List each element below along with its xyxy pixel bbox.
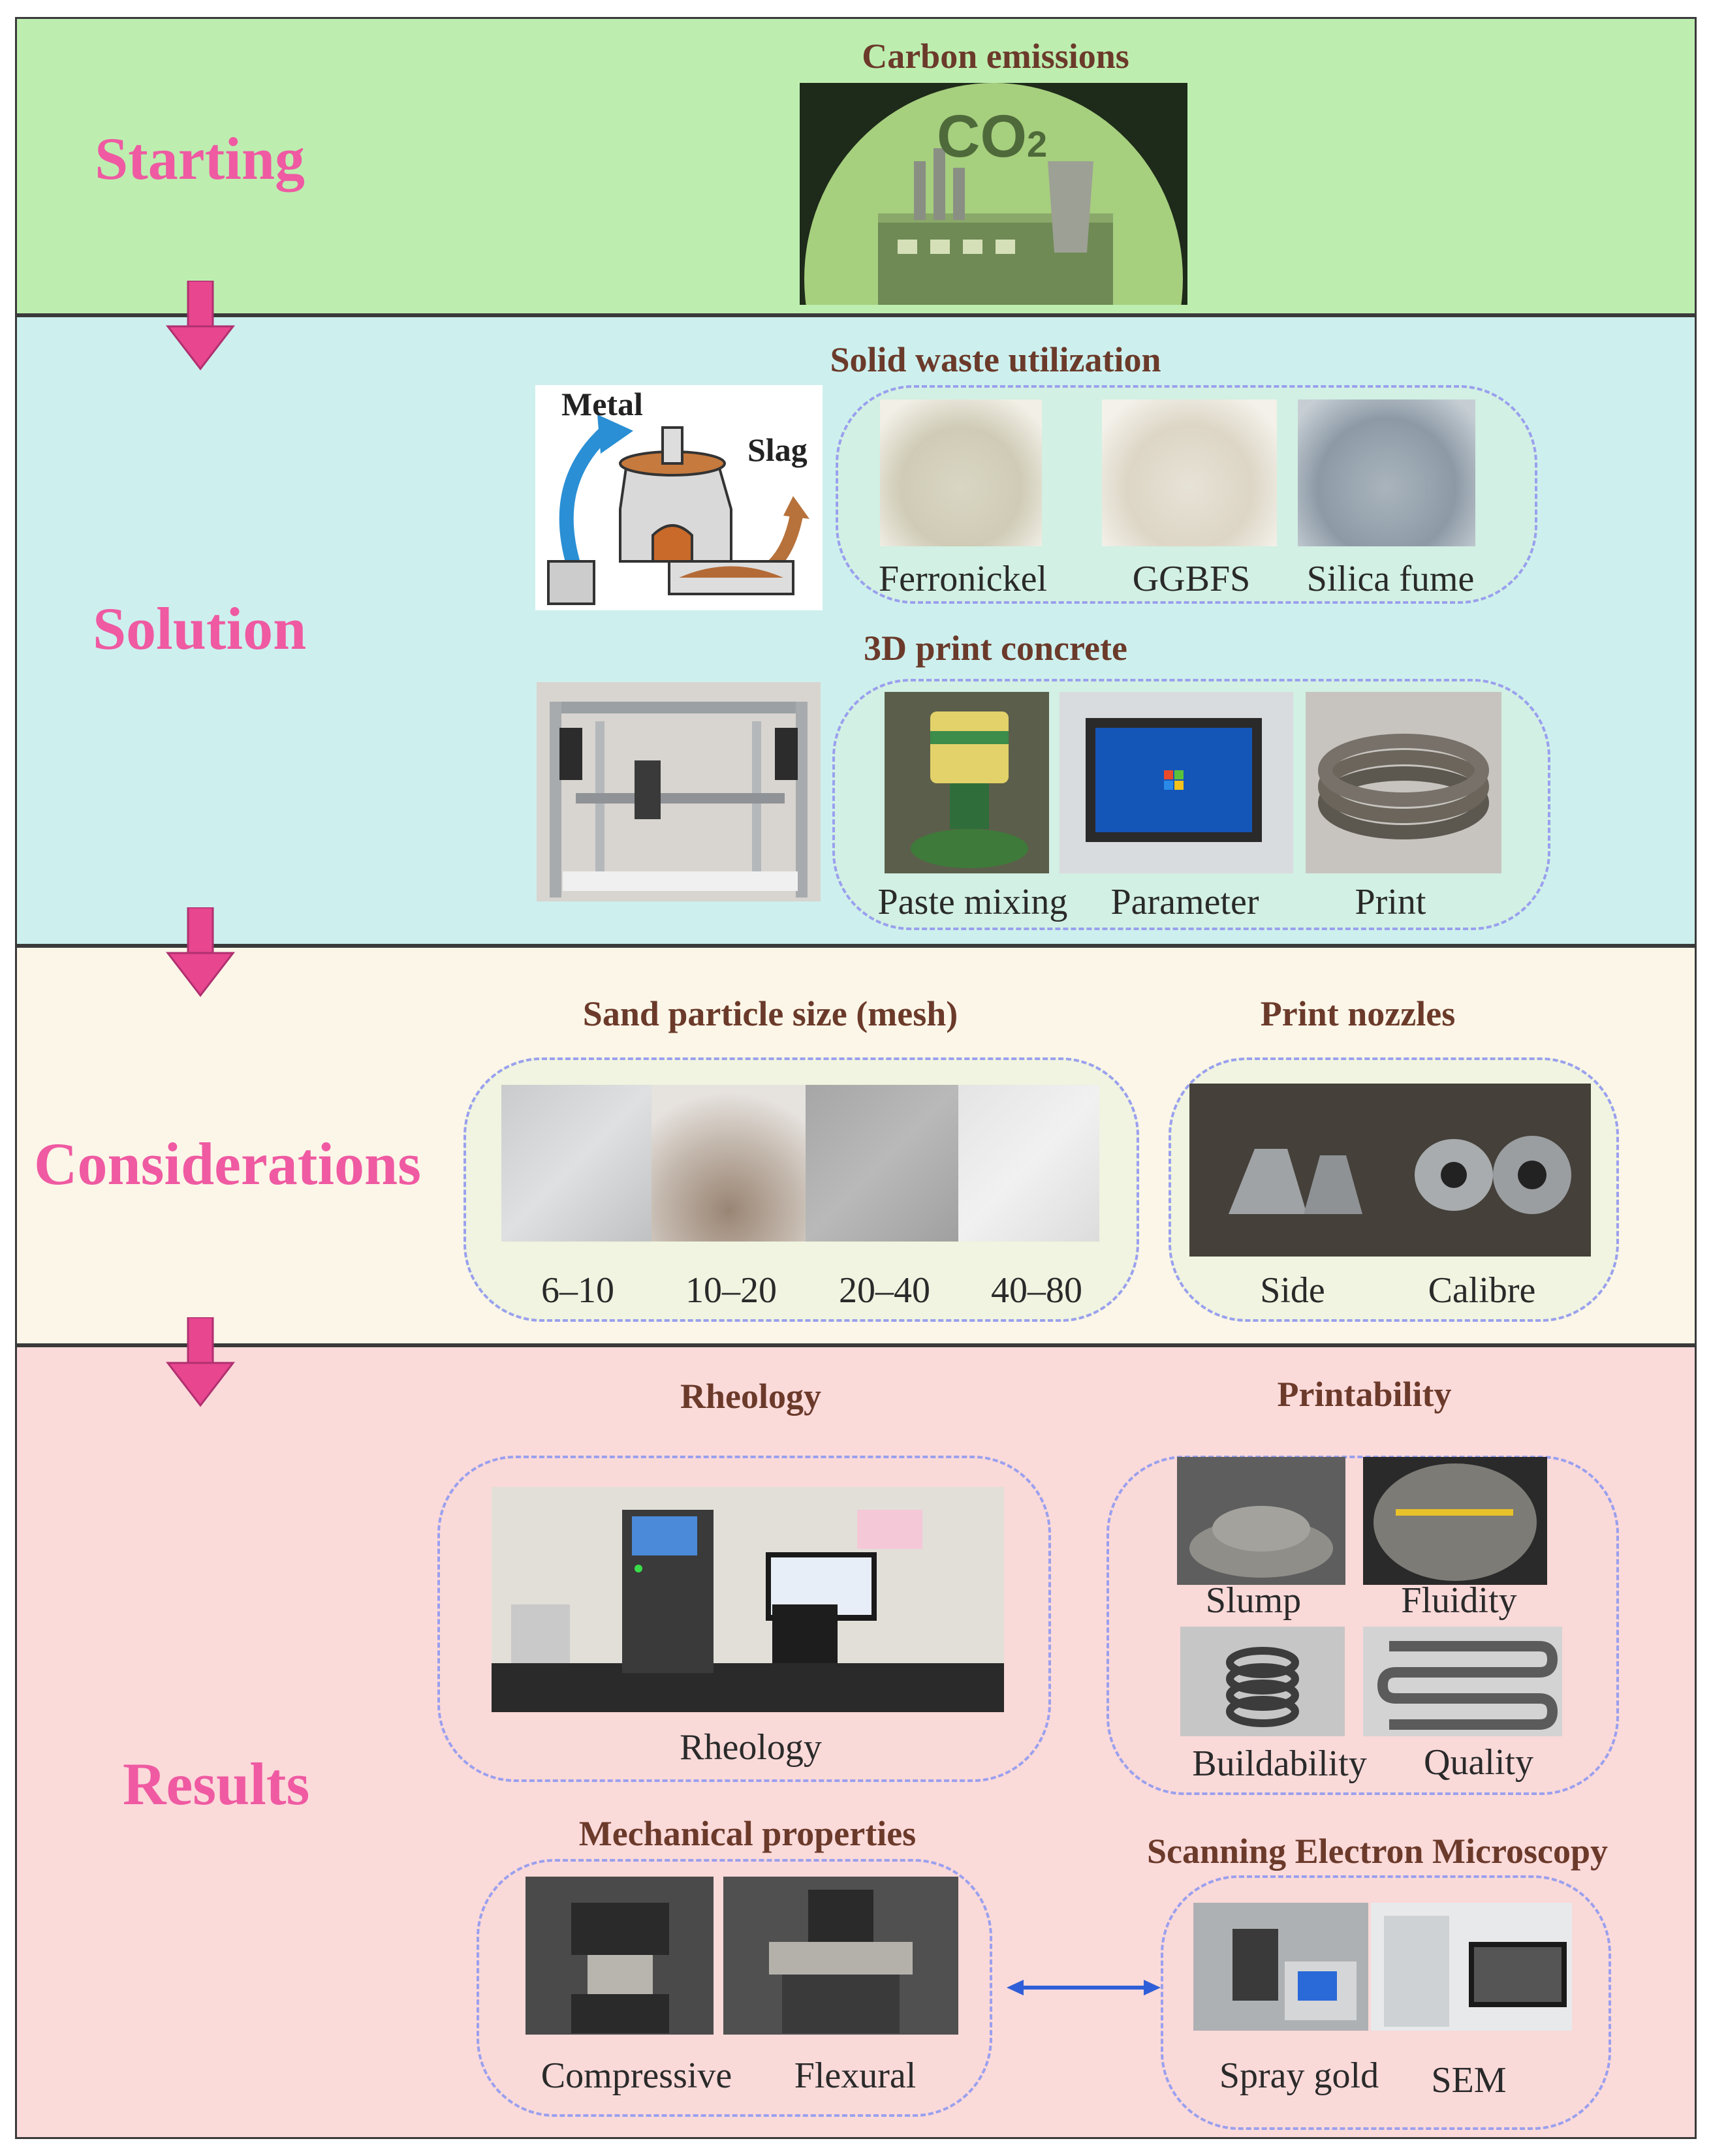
print-step-label: Parameter [1110, 882, 1259, 922]
sand-6-10-image [501, 1085, 651, 1242]
solid-waste-heading: Solid waste utilization [830, 340, 1161, 379]
stage-considerations: Considerations [34, 1131, 421, 1197]
ggbfs-image [1102, 399, 1277, 546]
print-nozzles-heading: Print nozzles [1260, 994, 1456, 1033]
fluidity-image [1363, 1457, 1547, 1585]
down-arrow-icon [165, 907, 236, 997]
nozzle-view-label: Calibre [1428, 1270, 1536, 1311]
rheometer-image [492, 1487, 1004, 1712]
metal-label: Metal [561, 386, 643, 422]
double-arrow-icon [1007, 1980, 1161, 1995]
buildability-image [1180, 1627, 1345, 1736]
sand-40-80-image [958, 1085, 1099, 1242]
3d-print-heading: 3D print concrete [864, 629, 1127, 668]
rheology-heading: Rheology [680, 1377, 821, 1416]
stage-solution: Solution [93, 595, 307, 662]
silica-fume-image [1298, 399, 1475, 546]
print-step-label: Print [1355, 882, 1426, 922]
flexural-image [723, 1877, 958, 2035]
paste-mixing-image [885, 692, 1049, 873]
3d-printer-image [537, 682, 821, 901]
slag-label: Slag [747, 431, 808, 468]
material-label: Silica fume [1306, 559, 1475, 599]
parameter-image [1060, 692, 1293, 873]
stage-starting: Starting [95, 125, 305, 192]
print-step-label: Paste mixing [877, 882, 1068, 922]
nozzle-view-label: Side [1260, 1270, 1325, 1311]
sand-size-label: 20–40 [839, 1270, 930, 1311]
material-label: GGBFS [1132, 559, 1251, 599]
sem-heading: Scanning Electron Microscopy [1146, 1832, 1608, 1871]
sand-size-heading: Sand particle size (mesh) [582, 994, 958, 1033]
printability-label: Slump [1205, 1580, 1302, 1621]
nozzle-calibre-image [1392, 1084, 1591, 1257]
sem-label: SEM [1431, 2060, 1507, 2101]
sem-image [1371, 1903, 1572, 2031]
printability-heading: Printability [1277, 1375, 1452, 1414]
mechanical-label: Compressive [541, 2055, 732, 2096]
compressive-image [526, 1877, 714, 2035]
sem-label: Spray gold [1219, 2055, 1379, 2096]
stage-results: Results [123, 1751, 310, 1817]
sand-20-40-image [806, 1085, 958, 1242]
rheology-caption: Rheology [680, 1727, 822, 1768]
slump-image [1177, 1457, 1345, 1585]
mechanical-label: Flexural [794, 2055, 917, 2096]
sand-size-label: 40–80 [991, 1270, 1082, 1311]
printability-label: Fluidity [1401, 1580, 1517, 1621]
sand-10-20-image [651, 1085, 806, 1242]
nozzle-side-image [1189, 1084, 1392, 1257]
spray-gold-image [1193, 1903, 1368, 2031]
printability-label: Buildability [1192, 1743, 1367, 1784]
furnace-schematic: Metal Slag [535, 385, 823, 610]
factory-co2-image: CO2 [800, 83, 1187, 305]
print-image [1306, 692, 1501, 873]
printability-label: Quality [1424, 1742, 1533, 1783]
quality-image [1363, 1627, 1562, 1736]
co2-label: CO2 [937, 103, 1048, 170]
down-arrow-icon [165, 281, 236, 371]
mechanical-heading: Mechanical properties [578, 1814, 917, 1853]
sand-size-label: 6–10 [541, 1270, 614, 1311]
down-arrow-icon [165, 1317, 236, 1407]
ferronickel-image [880, 399, 1042, 546]
material-label: Ferronickel [878, 559, 1048, 599]
carbon-emissions-heading: Carbon emissions [862, 37, 1129, 76]
sand-size-label: 10–20 [685, 1270, 777, 1311]
